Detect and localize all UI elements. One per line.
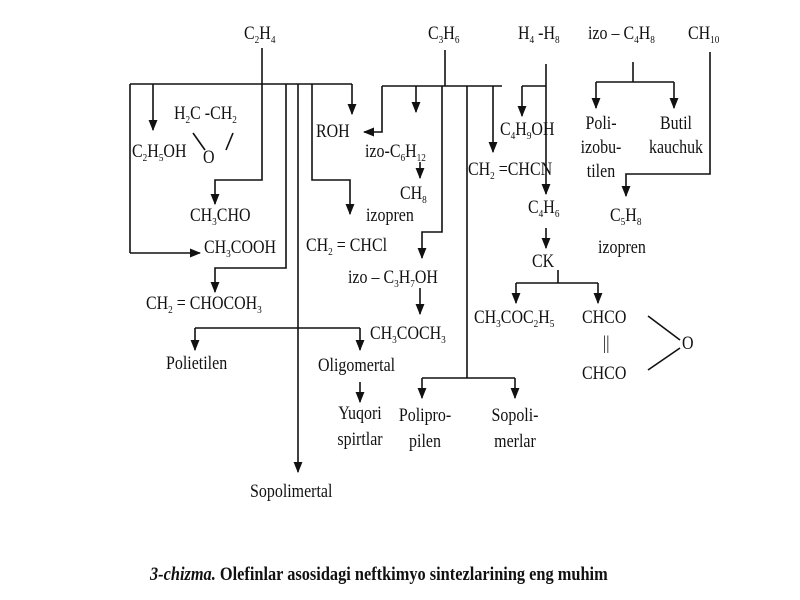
sopolimerlar-label: Sopoli- merlar bbox=[491, 405, 539, 452]
isoprene-formula-left: CH8 bbox=[400, 183, 427, 206]
methyl-ethyl-ketone-label: CH3COC2H5 bbox=[474, 307, 555, 330]
path-to-ch3cho bbox=[210, 84, 263, 206]
acetaldehyde-label: CH3CHO bbox=[190, 205, 251, 228]
ch10-label: CH10 bbox=[688, 23, 720, 46]
isohexene-label: izo-C6H12 bbox=[365, 141, 426, 164]
propylene-label: C3H6 bbox=[428, 23, 460, 46]
maleic-top-label: CHCO bbox=[582, 307, 627, 328]
butadiene-label: C4H6 bbox=[528, 197, 560, 220]
path-to-roh-from-c3h6 bbox=[362, 86, 383, 137]
butylene-label: H4 -H8 bbox=[518, 23, 560, 46]
yuqori-spirtlar-label: Yuqori spirtlar bbox=[337, 403, 383, 450]
maleic-bond-top bbox=[647, 315, 681, 341]
ethanol-label: C2H5OH bbox=[132, 141, 187, 164]
acetic-acid-label: CH3COOH bbox=[204, 237, 277, 260]
path-to-izo-c3h7oh bbox=[417, 86, 443, 260]
isobutylene-label: izo – C4H8 bbox=[588, 23, 655, 46]
izopren-left-label: izopren bbox=[366, 205, 414, 226]
izopren-right-label: izopren bbox=[598, 237, 646, 258]
sopolimertal-label: Sopolimertal bbox=[250, 481, 333, 502]
roh-label: ROH bbox=[316, 121, 350, 142]
epoxide-top-label: H2C -CH2 bbox=[174, 103, 237, 126]
butanol-label: C4H9OH bbox=[500, 119, 555, 142]
path-to-c5h8-right bbox=[621, 52, 711, 198]
isoprene-formula-right: C5H8 bbox=[610, 205, 642, 228]
ck-label: CK bbox=[532, 251, 555, 272]
acrylonitrile-label: CH2 =CHCN bbox=[468, 159, 553, 182]
figure-caption: 3-chizma. Olefinlar asosidagi neftkimyo … bbox=[150, 564, 608, 586]
path-to-c3h6-feed bbox=[311, 84, 355, 216]
epoxide-oxygen-label: O bbox=[203, 147, 215, 168]
oligomertal-label: Oligomertal bbox=[318, 355, 396, 376]
maleic-bond-label: || bbox=[603, 333, 610, 354]
butil-kauchuk-label: Butil kauchuk bbox=[648, 113, 704, 158]
polietilen-label: Polietilen bbox=[166, 353, 228, 374]
epoxide-bond-left bbox=[192, 132, 206, 151]
poliizobutilen-label: Poli- izobu- tilen bbox=[580, 113, 622, 182]
maleic-bottom-label: CHCO bbox=[582, 363, 627, 384]
isopropanol-label: izo – C3H7OH bbox=[348, 267, 438, 290]
ethylene-label: C2H4 bbox=[244, 23, 276, 46]
path-to-vinyl-acetate bbox=[210, 84, 287, 294]
vinyl-acetate-label: CH2 = CHOCOH3 bbox=[146, 293, 262, 316]
maleic-oxygen-label: O bbox=[682, 333, 694, 354]
maleic-bond-bottom bbox=[647, 347, 681, 371]
acetone-label: CH3COCH3 bbox=[370, 323, 446, 346]
epoxide-bond-right bbox=[225, 132, 234, 151]
figure-caption-text: Olefinlar asosidagi neftkimyo sintezlari… bbox=[215, 564, 608, 585]
figure-number: 3-chizma. bbox=[150, 564, 216, 585]
polipropilen-label: Polipro- pilen bbox=[398, 405, 452, 452]
vinyl-chloride-label: CH2 = CHCl bbox=[306, 235, 388, 258]
